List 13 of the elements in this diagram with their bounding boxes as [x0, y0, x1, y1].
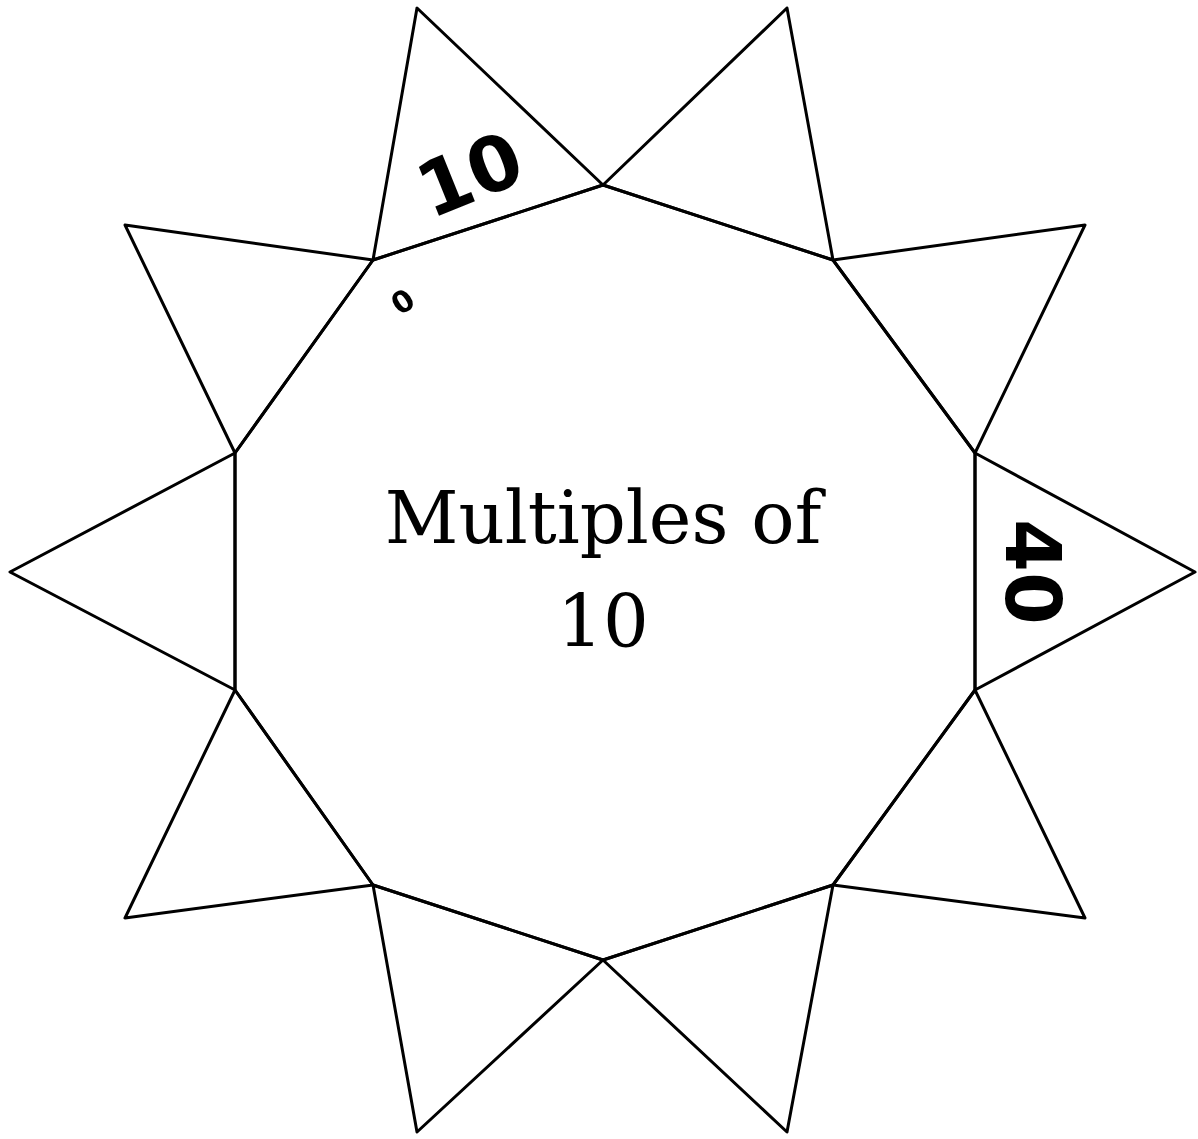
- number-text: 0: [385, 283, 421, 321]
- number-text: 40: [994, 519, 1070, 625]
- number-text: 10: [406, 119, 534, 231]
- triangle: [125, 225, 373, 453]
- triangle: [10, 453, 235, 690]
- triangle: [833, 225, 1085, 453]
- triangle: [975, 453, 1195, 690]
- triangle: [603, 8, 833, 260]
- triangle: [833, 690, 1085, 918]
- triangle: [373, 885, 603, 1132]
- triangle: [373, 8, 603, 260]
- triangle: [603, 885, 833, 1132]
- triangle: [125, 690, 373, 918]
